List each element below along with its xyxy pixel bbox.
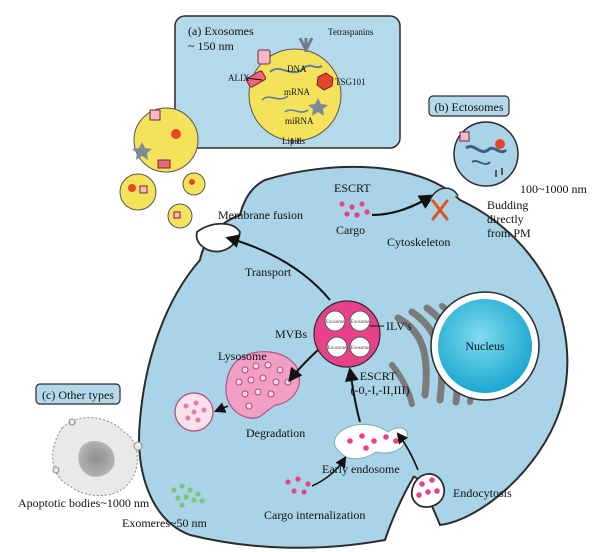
label-mirna: miRNA	[285, 116, 314, 126]
mvb	[313, 300, 381, 368]
label-mvbs: MVBs	[275, 327, 307, 341]
label-dna: DNA	[287, 64, 307, 74]
label-cargo: Cargo	[336, 223, 365, 237]
label-lipids: Lipids	[282, 136, 305, 146]
label-tsg101: TSG101	[335, 77, 366, 87]
label-lysosome: Lysosome	[218, 349, 267, 363]
label-budding-2: directly	[487, 212, 524, 226]
exosome-star-protein	[308, 98, 328, 116]
released-exosome-medium	[119, 173, 157, 211]
label-transport: Transport	[245, 265, 292, 279]
pathway-arrows	[213, 194, 435, 487]
arrow-internalization	[311, 456, 347, 487]
label-membrane-fusion: Membrane fusion	[218, 208, 303, 222]
endocytosis-cargo	[416, 477, 440, 498]
label-mrna: mRNA	[284, 87, 311, 97]
released-exosome-small-2	[167, 203, 193, 229]
nucleus-core	[438, 299, 532, 393]
ilv-label-1: Exosome	[326, 320, 345, 325]
ilv-label-2: Exosome	[351, 320, 370, 325]
other-types-title: (c) Other types	[42, 388, 114, 402]
arrow-mvb-to-lysosome	[288, 349, 319, 383]
alix-pointer	[245, 77, 263, 81]
exosome-dna-strand	[269, 64, 323, 74]
label-escrt-lower-1: ESCRT	[360, 369, 397, 383]
ectosome-vesicle	[453, 121, 519, 187]
ilv-label-4: Exosome	[351, 346, 370, 351]
label-nucleus: Nucleus	[465, 339, 505, 353]
label-ilvs: ILV's	[386, 319, 412, 333]
exosomes-title-2: ~ 150 nm	[188, 39, 234, 53]
exosomes-title-1: (a) Exosomes	[188, 24, 254, 38]
exomeres	[171, 483, 205, 508]
exosome-lipid	[291, 138, 299, 144]
exosome-tsg101-protein	[316, 72, 334, 91]
early-endosome	[333, 424, 408, 460]
exosome-mirna-strand	[284, 109, 309, 113]
exosome-large	[248, 48, 342, 142]
label-escrt-lower-2: (-0,-I,-II,III)	[351, 383, 410, 397]
cytoskeleton-icon	[431, 199, 449, 221]
label-budding-1: Budding	[487, 198, 528, 212]
ilv-cluster	[324, 310, 371, 358]
label-exomeres: Exomeres~50 nm	[122, 516, 207, 530]
exosome-membrane-receptor	[257, 49, 271, 65]
arrow-lysosome-to-vesicle	[213, 402, 229, 413]
released-exosome-large	[132, 107, 199, 173]
released-exosome-small-1	[182, 172, 206, 196]
exosome-tetraspanin	[298, 37, 314, 52]
internalization-cargo	[285, 476, 311, 495]
pm-bud	[429, 187, 459, 201]
label-budding-3: from PM	[487, 226, 531, 240]
lysosome-vesicles	[235, 361, 292, 410]
ectosomes-title: (b) Ectosomes	[435, 100, 504, 114]
apoptotic-body	[52, 417, 143, 497]
arrow-endosome-to-mvb	[344, 367, 361, 423]
top-cargo	[339, 201, 370, 218]
arrow-endocytosis-to-endosome	[396, 432, 419, 471]
label-endocytosis: Endocytosis	[453, 486, 512, 500]
ectosomes-panel	[428, 95, 510, 117]
other-types-panel	[35, 383, 121, 405]
degradation-vesicle-contents	[183, 400, 207, 423]
label-cargo-internalization: Cargo internalization	[264, 508, 365, 522]
label-alix: ALIX	[228, 73, 250, 83]
label-early-endosome: Early endosome	[322, 462, 400, 476]
label-cytoskeleton: Cytoskeleton	[387, 235, 450, 249]
ilv-label-3: Exosome	[328, 346, 347, 351]
label-tetraspanins: Tetraspanins	[328, 27, 374, 37]
label-ectosome-size: 100~1000 nm	[520, 182, 587, 196]
exosome-mrna-strand	[261, 95, 289, 101]
label-apoptotic: Apoptotic bodies~1000 nm	[18, 496, 150, 510]
arrow-transport	[225, 234, 331, 301]
label-degradation: Degradation	[246, 426, 305, 440]
arrow-cargo-to-pm	[371, 194, 435, 217]
label-escrt-top: ESCRT	[334, 181, 371, 195]
